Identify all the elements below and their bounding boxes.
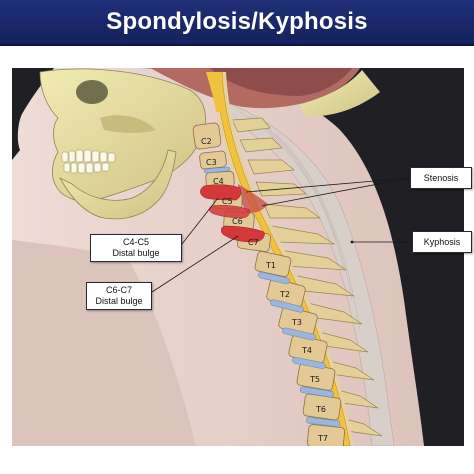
vertebra-labels: C2 C3 C4 C5 C6 C7 T1 T2 T3 T4 T5 T6 T7 — [201, 137, 328, 443]
stenosis-compression — [238, 184, 268, 213]
label-t1: T1 — [265, 261, 276, 270]
vertebra-c3 — [199, 150, 227, 170]
bulge-c6-c7 — [221, 225, 265, 243]
vertebra-c2 — [192, 122, 222, 150]
bulge-c5-c6 — [209, 204, 251, 219]
callout-stenosis: Stenosis — [410, 167, 472, 189]
label-t2: T2 — [279, 290, 290, 299]
label-t5: T5 — [309, 375, 320, 384]
callout-kyphosis-text: Kyphosis — [423, 237, 461, 247]
label-c3: C3 — [206, 158, 217, 167]
callout-c4c5-line2: Distal bulge — [112, 248, 160, 258]
leader-c6c7 — [151, 235, 239, 293]
bulge-c4-c5 — [200, 184, 242, 201]
callout-c4c5-line1: C4-C5 — [122, 237, 149, 247]
label-c4: C4 — [213, 177, 224, 186]
callout-c6c7: C6-C7 Distal bulge — [86, 282, 152, 310]
vertebra-t7 — [306, 424, 346, 446]
teeth — [61, 149, 116, 174]
leader-c4c5 — [181, 197, 219, 245]
occipital-bone — [300, 70, 380, 117]
page-title: Spondylosis/Kyphosis — [106, 8, 368, 35]
label-c5: C5 — [222, 197, 233, 206]
callout-c6c7-line1: C6-C7 — [105, 285, 132, 295]
intervertebral-discs — [203, 166, 341, 427]
callout-c6c7-line2: Distal bulge — [95, 296, 143, 306]
inflamed-discs — [200, 184, 265, 243]
leader-stenosis-2 — [261, 177, 411, 207]
title-bar — [0, 0, 474, 46]
callout-kyphosis: Kyphosis — [412, 231, 472, 253]
label-t3: T3 — [291, 318, 302, 327]
label-c6: C6 — [232, 217, 243, 226]
label-t7: T7 — [317, 434, 328, 443]
label-t4: T4 — [301, 346, 312, 355]
vertebra-t1 — [254, 251, 292, 277]
mandible — [59, 149, 177, 220]
label-t6: T6 — [315, 405, 326, 414]
callout-stenosis-text: Stenosis — [423, 173, 459, 183]
neck-muscles — [221, 103, 395, 446]
label-c7: C7 — [248, 238, 259, 247]
vertebral-bodies — [192, 122, 346, 446]
callout-c4c5: C4-C5 Distal bulge — [90, 234, 182, 262]
leader-stenosis-1 — [245, 177, 411, 193]
leader-lines — [151, 177, 412, 293]
label-c2: C2 — [201, 137, 212, 146]
